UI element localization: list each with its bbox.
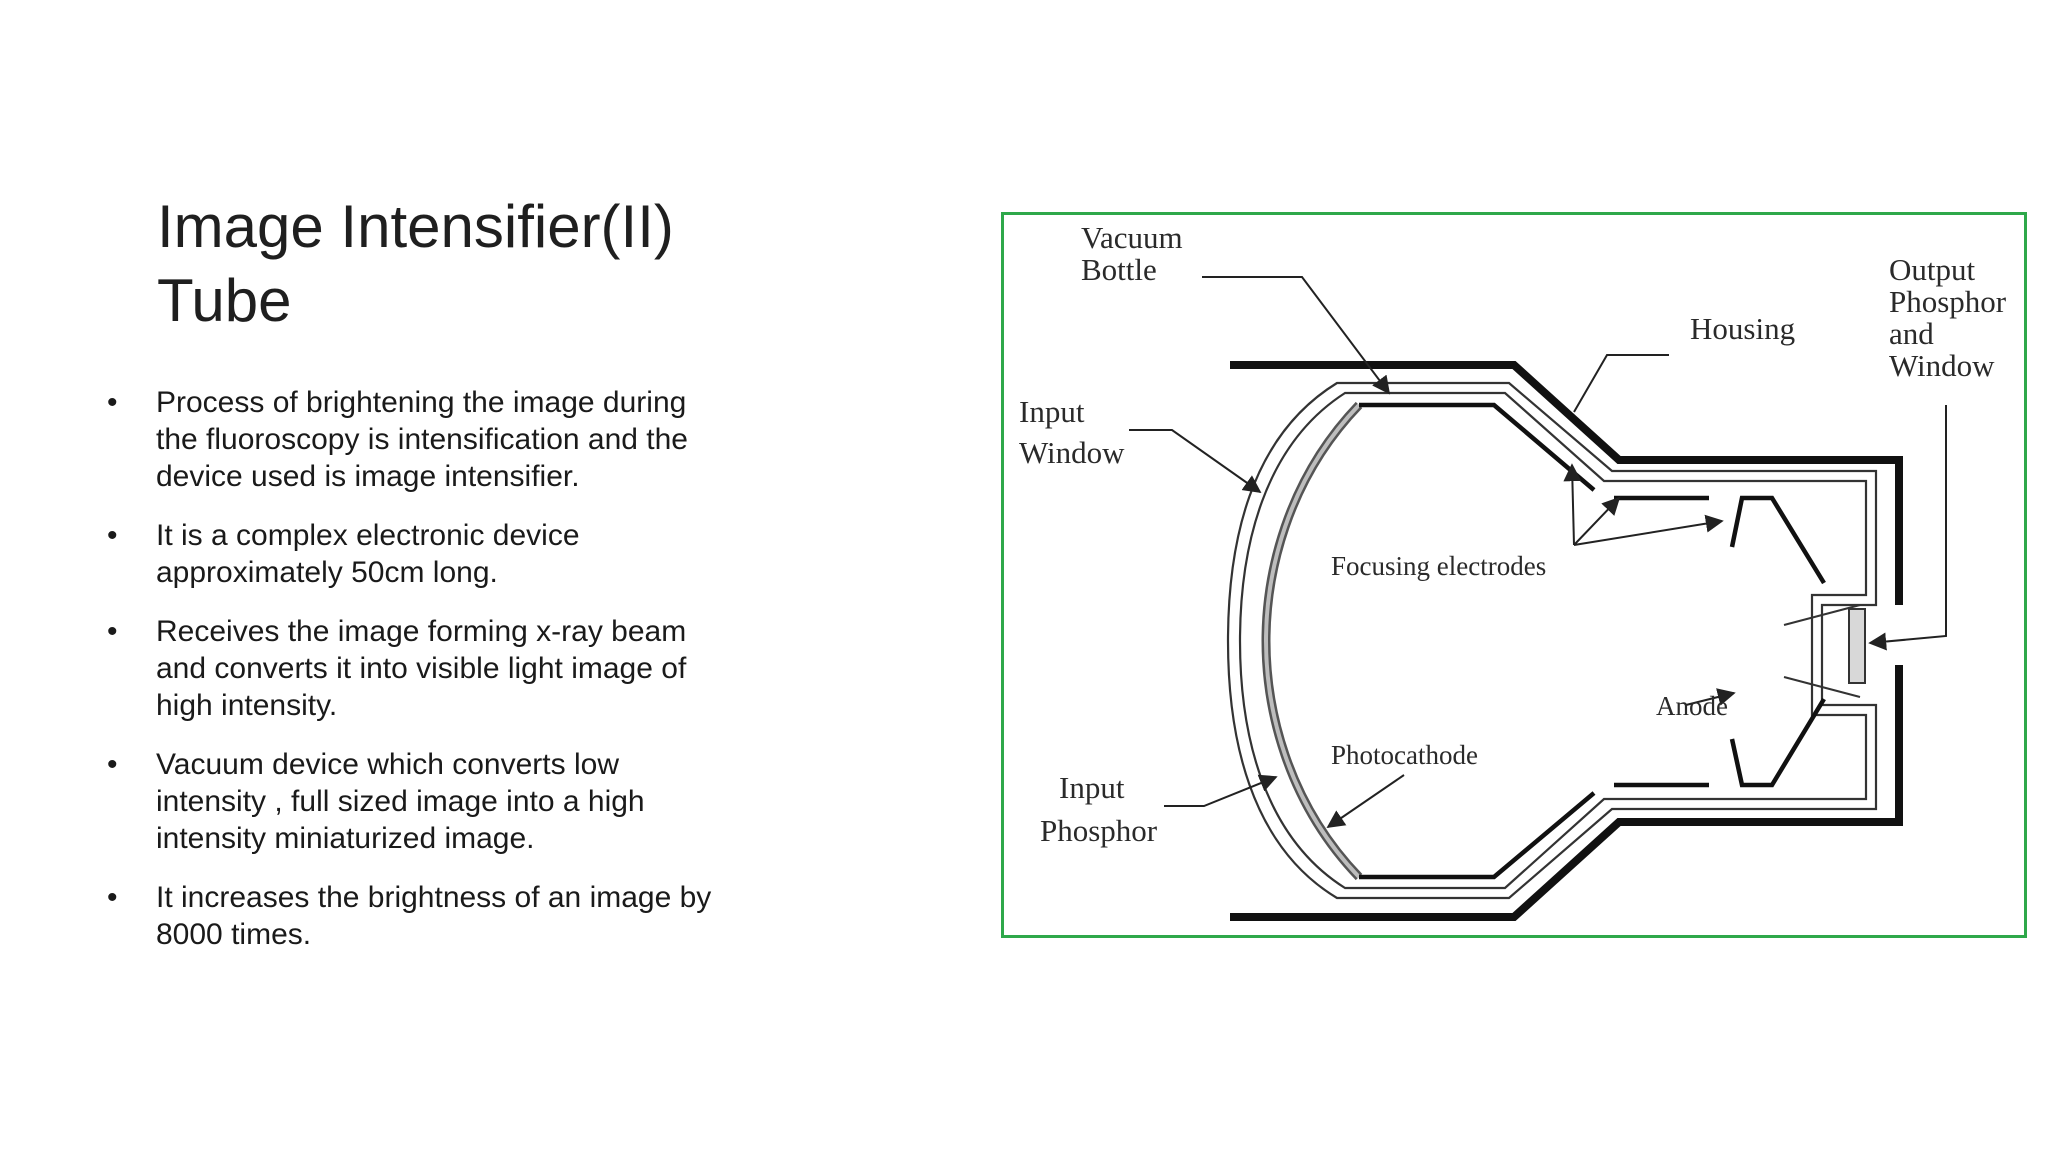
label-window-out: Window [1889,348,1995,383]
vacuum-bottle-shape [1226,381,1878,900]
bullet-dot: • [107,519,118,552]
label-photocathode: Photocathode [1331,740,1478,770]
label-input-window-1: Input [1019,394,1085,429]
label-input-phosphor-2: Phosphor [1040,813,1158,848]
slide-title-line-1: Image Intensifier(II) [157,193,674,260]
label-focusing-electrodes: Focusing electrodes [1331,551,1546,581]
bullet-text: Process of brightening the image during … [156,386,688,493]
leader-lines [1129,276,1947,829]
bullet-dot: • [107,386,118,419]
label-bottle: Bottle [1081,252,1157,287]
housing-shape [1230,361,1903,921]
image-intensifier-diagram: Vacuum Bottle Housing Output Phosphor an… [1001,212,2027,938]
label-output: Output [1889,252,1976,287]
bullet-text: It is a complex electronic device approx… [156,519,580,589]
bullet-text: Receives the image forming x-ray beam an… [156,615,687,722]
bullet-dot: • [107,748,118,781]
bullet-text: Vacuum device which converts low intensi… [156,748,645,855]
input-phosphor-shape [1261,401,1363,881]
slide-title: Image Intensifier(II) Tube [157,190,797,338]
output-phosphor-shape [1848,608,1866,684]
anode-shape [1783,604,1861,698]
label-vacuum: Vacuum [1081,220,1183,255]
bullet-item: • Process of brightening the image durin… [107,384,747,495]
bullet-list: • Process of brightening the image durin… [107,384,747,975]
label-anode: Anode [1656,691,1728,721]
bullet-item: • Vacuum device which converts low inten… [107,746,747,857]
bullet-text: It increases the brightness of an image … [156,881,712,951]
label-input-window-2: Window [1019,435,1125,470]
slide-title-line-2: Tube [157,267,292,334]
bullet-item: • It increases the brightness of an imag… [107,879,747,953]
label-phosphor-out: Phosphor [1889,284,2007,319]
label-input-phosphor-1: Input [1059,770,1125,805]
bullet-dot: • [107,881,118,914]
bullet-item: • Receives the image forming x-ray beam … [107,613,747,724]
label-housing: Housing [1690,311,1795,346]
focusing-electrodes-shape [1359,402,1826,880]
diagram-svg: Vacuum Bottle Housing Output Phosphor an… [1019,220,2007,921]
bullet-dot: • [107,615,118,648]
label-and: and [1889,316,1934,351]
bullet-item: • It is a complex electronic device appr… [107,517,747,591]
